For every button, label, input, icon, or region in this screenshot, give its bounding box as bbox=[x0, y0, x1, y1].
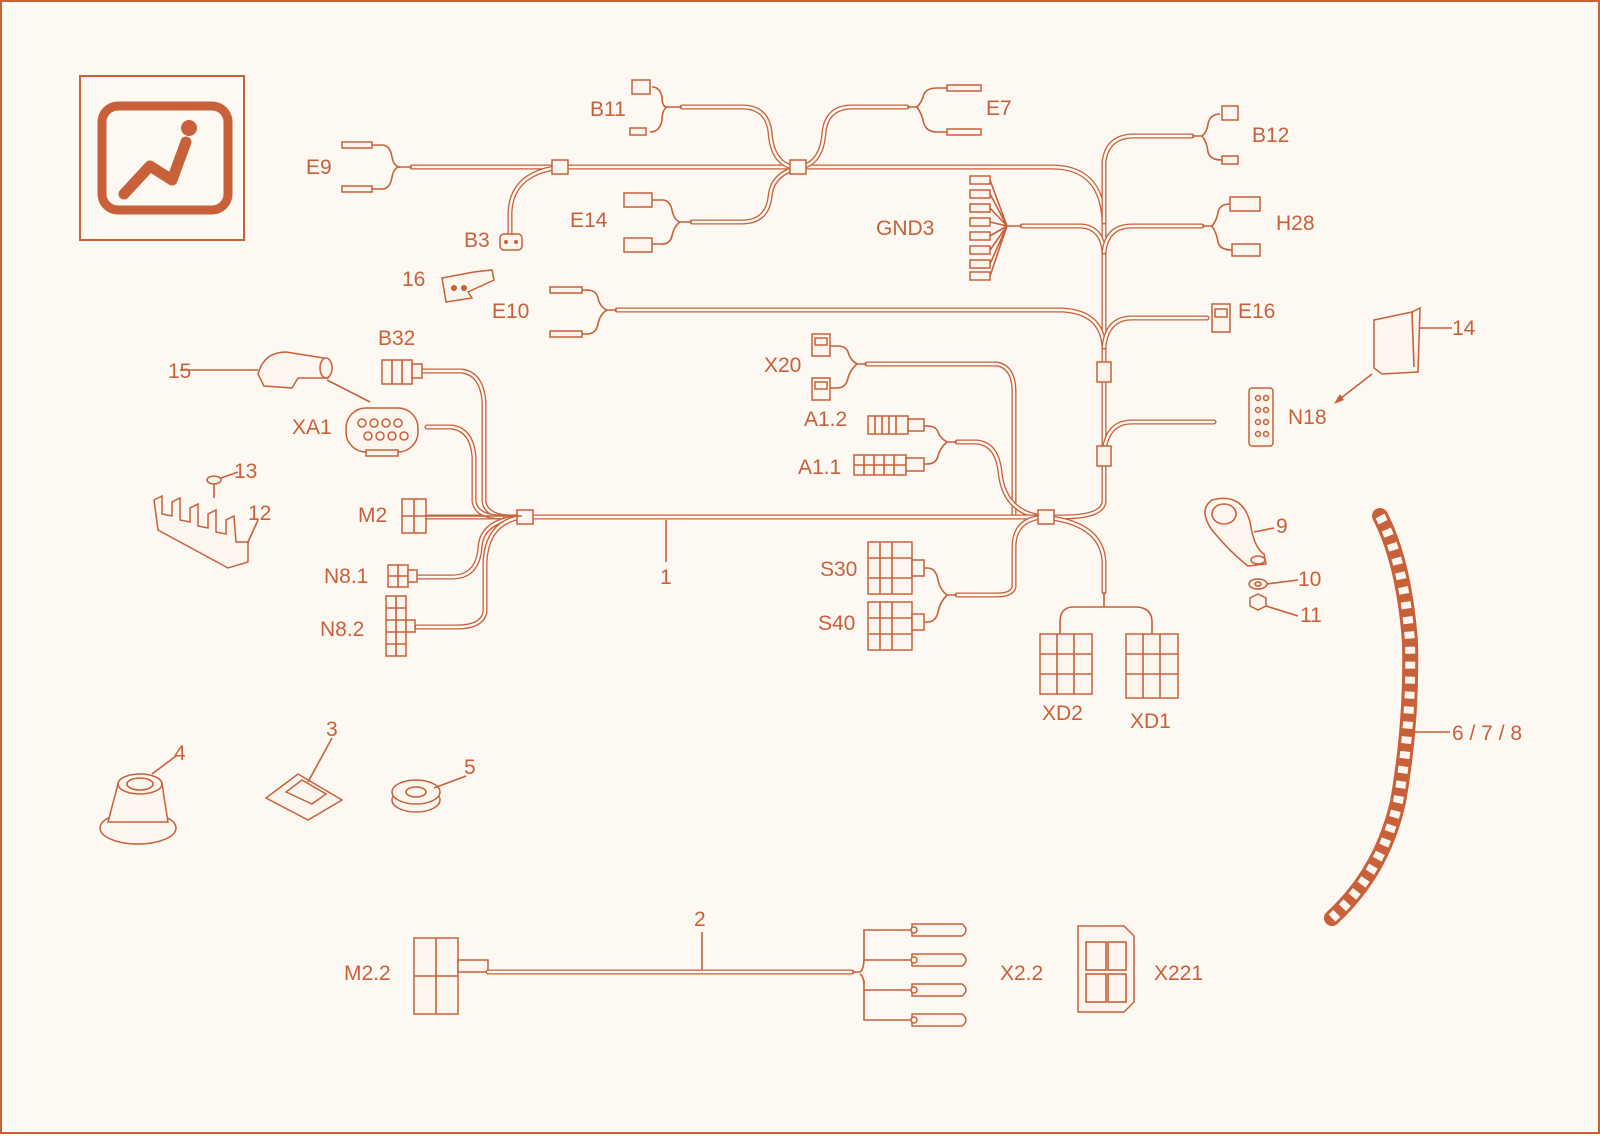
connector-B11[interactable] bbox=[629, 79, 682, 136]
connector-B12[interactable] bbox=[1192, 105, 1239, 165]
connector-H28[interactable] bbox=[1202, 196, 1261, 257]
part-12-cable-comb[interactable] bbox=[153, 494, 259, 569]
part-14-connector-housing[interactable] bbox=[1334, 306, 1452, 404]
label-N8.1: N8.1 bbox=[324, 565, 368, 588]
label-M2: M2 bbox=[358, 504, 387, 527]
harness-2[interactable] bbox=[413, 923, 967, 1027]
connector-B3[interactable] bbox=[499, 233, 523, 251]
label-16: 16 bbox=[402, 268, 425, 291]
label-X221: X221 bbox=[1154, 962, 1203, 985]
label-GND3: GND3 bbox=[876, 217, 934, 240]
connector-N8.2[interactable] bbox=[385, 595, 416, 657]
connector-E9[interactable] bbox=[341, 141, 412, 193]
label-B32: B32 bbox=[378, 327, 415, 350]
junction-sleeves bbox=[516, 159, 1112, 525]
part-13-screw[interactable] bbox=[206, 471, 239, 498]
label-14: 14 bbox=[1452, 317, 1476, 340]
label-11: 11 bbox=[1300, 604, 1322, 627]
connector-M2[interactable] bbox=[401, 498, 522, 534]
connector-X221[interactable] bbox=[1077, 925, 1135, 1013]
connector-S30-S40[interactable] bbox=[867, 541, 957, 651]
label-A1.2: A1.2 bbox=[804, 408, 847, 431]
label-10: 10 bbox=[1298, 568, 1321, 591]
connector-N8.1[interactable] bbox=[387, 564, 418, 588]
part-11-nut[interactable] bbox=[1249, 593, 1299, 617]
part-15-cap[interactable] bbox=[180, 351, 371, 403]
label-12: 12 bbox=[248, 502, 271, 525]
label-B11: B11 bbox=[590, 98, 626, 121]
label-H28: H28 bbox=[1276, 212, 1315, 235]
label-XD2: XD2 bbox=[1042, 702, 1083, 725]
label-N18: N18 bbox=[1288, 406, 1327, 429]
connector-X20[interactable] bbox=[811, 333, 867, 401]
part-3-cable-tie-mount[interactable] bbox=[264, 737, 344, 821]
label-B3: B3 bbox=[464, 229, 490, 252]
connector-N18[interactable] bbox=[1248, 387, 1274, 447]
label-M2.2: M2.2 bbox=[344, 962, 391, 985]
connector-E7[interactable] bbox=[907, 84, 982, 136]
label-9: 9 bbox=[1276, 515, 1288, 538]
seat-icon bbox=[79, 75, 245, 241]
label-1: 1 bbox=[660, 566, 672, 589]
part-6-7-8-spiral-wrap[interactable] bbox=[1324, 508, 1450, 926]
label-N8.2: N8.2 bbox=[320, 618, 364, 641]
connector-E16[interactable] bbox=[1211, 303, 1231, 333]
harness-1-top bbox=[409, 104, 1217, 630]
label-XD1: XD1 bbox=[1130, 710, 1171, 733]
label-4: 4 bbox=[174, 742, 186, 765]
label-A1.1: A1.1 bbox=[798, 456, 841, 479]
part-16-bracket[interactable] bbox=[441, 269, 495, 303]
part-4-grommet[interactable] bbox=[99, 755, 177, 845]
label-2: 2 bbox=[694, 908, 706, 931]
label-X20: X20 bbox=[764, 354, 801, 377]
label-E14: E14 bbox=[570, 209, 608, 232]
connector-XA1[interactable] bbox=[345, 407, 419, 457]
label-B12: B12 bbox=[1252, 124, 1289, 147]
connector-XD[interactable] bbox=[1039, 592, 1179, 699]
label-5: 5 bbox=[464, 756, 476, 779]
label-X2.2: X2.2 bbox=[1000, 962, 1043, 985]
connector-E10[interactable] bbox=[549, 286, 617, 338]
label-S30: S30 bbox=[820, 558, 857, 581]
connector-GND3[interactable] bbox=[969, 175, 1022, 281]
label-3: 3 bbox=[326, 718, 338, 741]
part-10-washer[interactable] bbox=[1248, 578, 1299, 590]
connector-B32[interactable] bbox=[381, 359, 423, 385]
label-XA1: XA1 bbox=[292, 416, 332, 439]
label-S40: S40 bbox=[818, 612, 855, 635]
label-13: 13 bbox=[234, 460, 257, 483]
label-6-7-8: 6 / 7 / 8 bbox=[1452, 722, 1522, 745]
connector-A1[interactable] bbox=[853, 415, 957, 476]
label-15: 15 bbox=[168, 360, 191, 383]
label-E7: E7 bbox=[986, 97, 1012, 120]
part-9-pipe-clamp[interactable] bbox=[1204, 497, 1275, 567]
connector-E14[interactable] bbox=[623, 192, 692, 253]
label-E9: E9 bbox=[306, 156, 332, 179]
label-E10: E10 bbox=[492, 300, 529, 323]
label-E16: E16 bbox=[1238, 300, 1275, 323]
part-5-bushing[interactable] bbox=[391, 775, 467, 813]
